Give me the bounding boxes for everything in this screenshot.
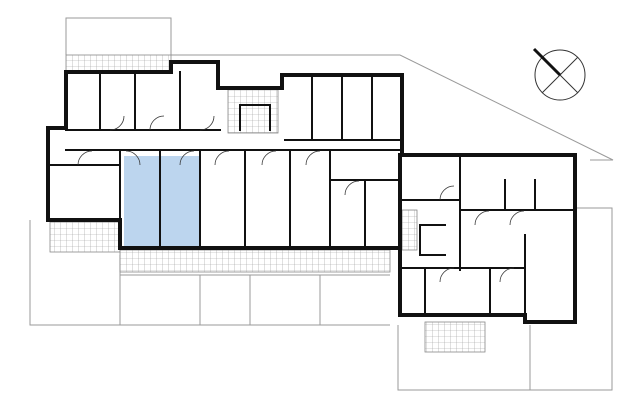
- terrace-top: [65, 54, 172, 72]
- north-arrow-icon: [532, 47, 586, 101]
- terrace-south: [119, 249, 391, 273]
- door-swings: [77, 115, 525, 283]
- terraces: [49, 54, 486, 353]
- apartment-unit-highlighted[interactable]: [124, 156, 200, 248]
- interior-walls: [47, 71, 576, 323]
- terrace-entrance: [424, 321, 486, 353]
- site-outline: [29, 17, 614, 391]
- terrace-west: [49, 221, 121, 253]
- stair-east: [401, 209, 418, 251]
